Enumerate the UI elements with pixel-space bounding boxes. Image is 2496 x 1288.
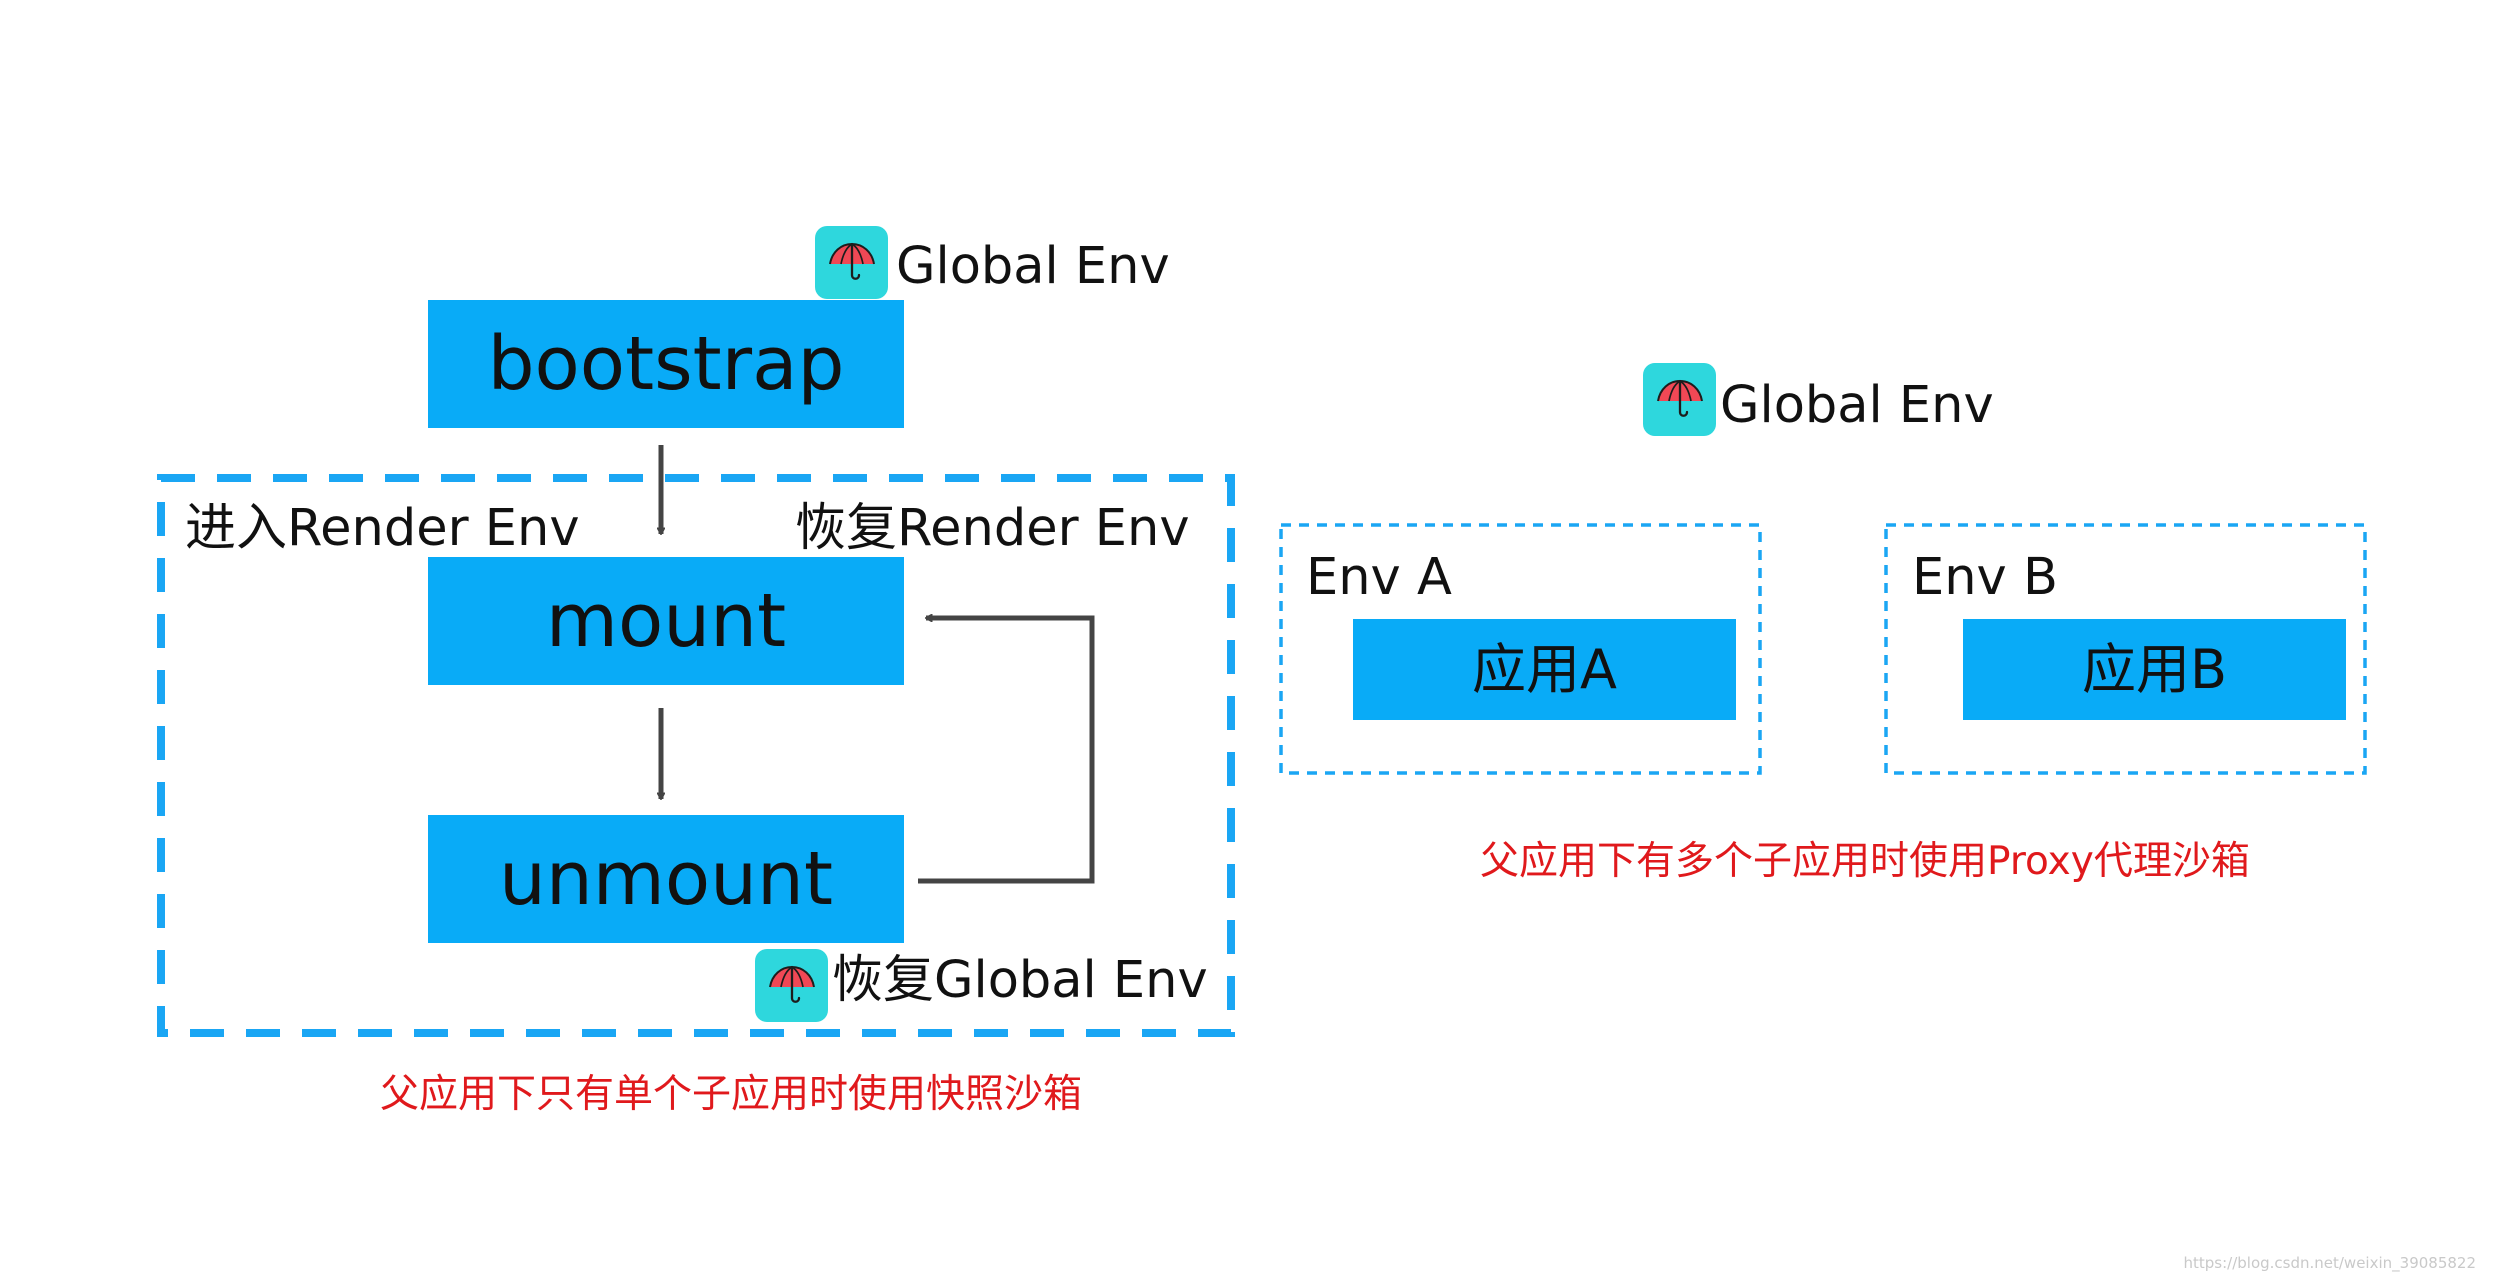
watermark: https://blog.csdn.net/weixin_39085822 xyxy=(2183,1254,2476,1272)
umbrella-icon xyxy=(815,226,888,299)
snapshot-sandbox-boundary xyxy=(157,474,1235,1037)
right-global-env-label: Global Env xyxy=(1720,376,1994,435)
env-a-label: Env A xyxy=(1306,548,1452,607)
unmount-stage: unmount xyxy=(428,815,904,943)
unmount-to-mount-loop-arrow xyxy=(918,618,1095,884)
top-global-env-label: Global Env xyxy=(896,237,1170,296)
restore-render-env-label: 恢复Render Env xyxy=(795,499,1190,558)
env-b-label: Env B xyxy=(1912,548,2058,607)
umbrella-icon xyxy=(755,949,828,1022)
snapshot-sandbox-caption: 父应用下只有单个子应用时使用快照沙箱 xyxy=(380,1072,1083,1117)
bootstrap-stage: bootstrap xyxy=(428,300,904,428)
app-a-box: 应用A xyxy=(1353,619,1736,720)
env-a-boundary xyxy=(1279,523,1762,775)
umbrella-icon xyxy=(1643,363,1716,436)
app-b-box: 应用B xyxy=(1963,619,2346,720)
env-b-boundary xyxy=(1884,523,2367,775)
mount-stage: mount xyxy=(428,557,904,685)
enter-render-env-label: 进入Render Env xyxy=(185,499,580,558)
restore-global-env-label: 恢复Global Env xyxy=(832,951,1208,1010)
proxy-sandbox-caption: 父应用下有多个子应用时使用Proxy代理沙箱 xyxy=(1480,839,2250,884)
